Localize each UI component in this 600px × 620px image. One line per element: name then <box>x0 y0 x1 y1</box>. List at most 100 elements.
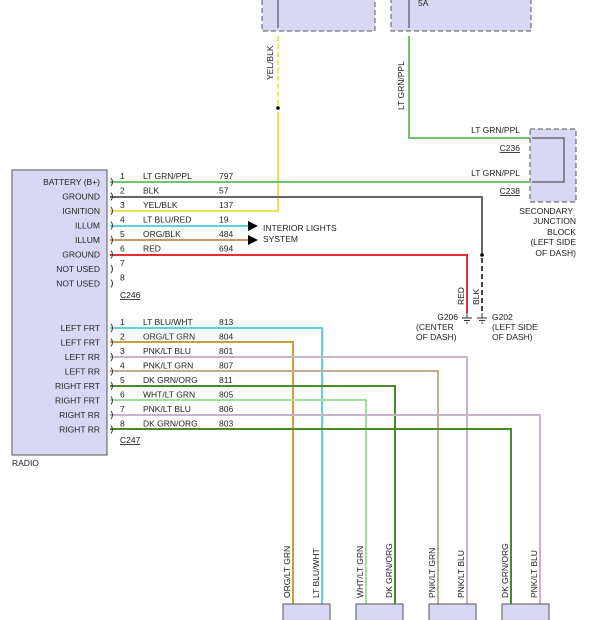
connector-pin-icon <box>110 264 113 274</box>
label-line: BLOCK <box>547 227 576 237</box>
pin-wire-color: RED <box>143 244 161 254</box>
arrow-icon <box>248 221 258 231</box>
pin-number: 3 <box>120 346 125 356</box>
pin-circuit: 137 <box>219 200 233 210</box>
pin-wire-color: YEL/BLK <box>143 200 178 210</box>
speaker-left-front <box>282 603 331 620</box>
ground-g206-label: (CENTER <box>416 322 454 332</box>
pin-function: RIGHT FRT <box>55 396 100 406</box>
pin-number: 8 <box>120 419 125 429</box>
speaker-wire-label: PNK/LT BLU <box>529 550 539 598</box>
pin-wire-color: LT BLU/WHT <box>143 317 193 327</box>
connector-pin-icon <box>110 338 113 347</box>
pin-wire-color: BLK <box>143 186 159 196</box>
pin-circuit: 803 <box>219 419 233 429</box>
wire-lt-grn-ppl <box>408 36 530 139</box>
speaker-wire-label: ORG/LT GRN <box>282 546 292 598</box>
label-line: OF DASH) <box>535 248 576 258</box>
wire-label: LT GRN/PPL <box>396 61 406 110</box>
connector-label-c236: C236 <box>500 143 521 153</box>
pin-wire-color: DK GRN/ORG <box>143 375 198 385</box>
speaker-wire-label: PNK/LT GRN <box>427 548 437 598</box>
connector-pin-icon <box>110 177 113 187</box>
wire-813 <box>110 327 323 606</box>
wire-805 <box>110 399 367 606</box>
pin-circuit: 804 <box>219 332 233 342</box>
pin-function: LEFT FRT <box>61 338 100 348</box>
pin-circuit: 813 <box>219 317 233 327</box>
pin-circuit: 484 <box>219 229 233 239</box>
splice-dot <box>480 253 484 257</box>
label-line: JUNCTION <box>533 216 576 226</box>
wire-803 <box>110 428 512 606</box>
wire-806 <box>110 414 541 606</box>
pin-number: 1 <box>120 317 125 327</box>
interior-lights-label: SYSTEM <box>263 234 298 244</box>
pin-function: IGNITION <box>62 206 100 216</box>
wire-label: LT GRN/PPL <box>471 125 520 135</box>
pin-circuit: 806 <box>219 404 233 414</box>
label-line: (LEFT SIDE <box>530 237 576 247</box>
radio-component <box>11 169 108 456</box>
interior-lights-label: INTERIOR LIGHTS <box>263 223 337 233</box>
fuse-rating: 5A <box>418 0 429 8</box>
pin-number: 5 <box>120 375 125 385</box>
connector-pin-icon <box>110 367 113 376</box>
pin-function: RIGHT RR <box>59 425 100 435</box>
connector-pin-icon <box>110 250 113 259</box>
pin-circuit: 801 <box>219 346 233 356</box>
pin-function: BATTERY (B+) <box>43 177 100 187</box>
pin-number: 6 <box>120 390 125 400</box>
pin-function: ILLUM <box>75 221 100 231</box>
pin-number: 2 <box>120 186 125 196</box>
wire-57 <box>110 196 483 255</box>
pin-circuit: 57 <box>219 186 229 196</box>
speaker-connectors <box>282 603 550 620</box>
pin-wire-color: PNK/LT BLU <box>143 404 191 414</box>
speaker-right-front <box>355 603 404 620</box>
wire-801 <box>110 356 468 606</box>
pin-wire-color: LT BLU/RED <box>143 215 191 225</box>
pin-wire-color: LT GRN/PPL <box>143 171 192 181</box>
connector-label-c246: C246 <box>120 290 141 300</box>
pin-number: 3 <box>120 200 125 210</box>
speaker-wire-label: LT BLU/WHT <box>311 548 321 598</box>
connector-pin-icon <box>110 323 113 333</box>
label-line: SECONDARY <box>519 206 573 216</box>
connector-pin-icon <box>110 381 113 391</box>
connector-pin-icon <box>110 352 113 362</box>
pin-number: 2 <box>120 332 125 342</box>
pin-number: 4 <box>120 361 125 371</box>
wire-label: LT GRN/PPL <box>471 168 520 178</box>
pin-wire-color: PNK/LT GRN <box>143 361 193 371</box>
pin-function: LEFT FRT <box>61 323 100 333</box>
pin-circuit: 805 <box>219 390 233 400</box>
junction-block-label: SECONDARY JUNCTION BLOCK (LEFT SIDE OF D… <box>519 206 576 258</box>
wire-yel-blk <box>110 112 279 212</box>
connector-label-c238: C238 <box>500 186 521 196</box>
splice-dot <box>276 106 280 110</box>
radio-label: RADIO <box>12 458 39 468</box>
secondary-junction-block <box>529 128 577 203</box>
connector-pin-icon <box>110 396 113 405</box>
connector-pin-icon <box>110 410 113 420</box>
pin-wire-color: WHT/LT GRN <box>143 390 195 400</box>
pin-function: LEFT RR <box>65 352 100 362</box>
connector-pin-icon <box>110 221 113 230</box>
speaker-wire-label: DK GRN/ORG <box>384 543 394 598</box>
connector-pin-icon <box>110 425 113 434</box>
pin-function: NOT USED <box>56 279 100 289</box>
speaker-wire-label: DK GRN/ORG <box>500 543 510 598</box>
pin-number: 6 <box>120 244 125 254</box>
ground-g202-label: OF DASH) <box>492 332 533 342</box>
pin-wire-color: ORG/BLK <box>143 229 181 239</box>
pin-function: NOT USED <box>56 264 100 274</box>
speaker-left-rear <box>428 603 477 620</box>
connector-pin-icon <box>110 235 113 245</box>
pin-function: GROUND <box>62 192 100 202</box>
junction-internal-bus <box>532 137 565 183</box>
speaker-wire-label: PNK/LT BLU <box>456 550 466 598</box>
pin-circuit: 807 <box>219 361 233 371</box>
